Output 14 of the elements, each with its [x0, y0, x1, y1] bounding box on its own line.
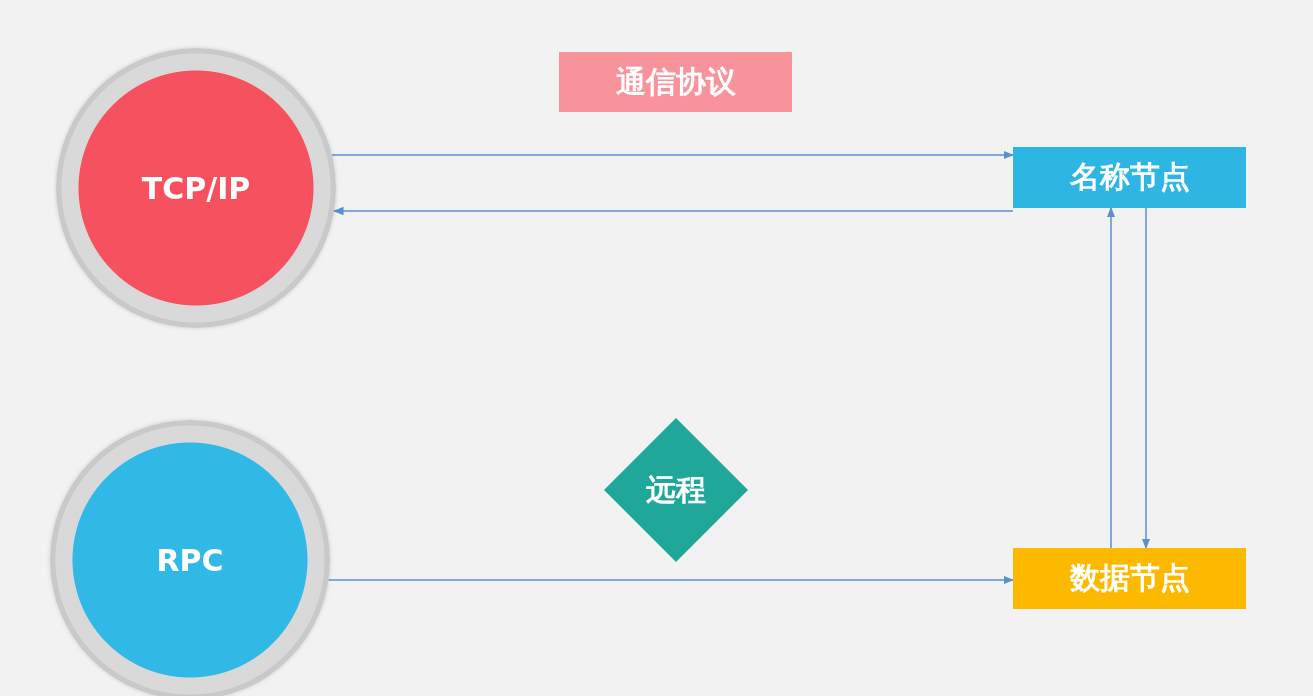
node-label: 远程 — [646, 470, 706, 509]
node-label: TCP/IP — [141, 170, 251, 206]
node-label: RPC — [156, 542, 224, 578]
node-label: 数据节点 — [1069, 559, 1190, 597]
arrow — [331, 150, 1015, 160]
process-box — [1013, 548, 1246, 609]
decision-diamond — [604, 418, 748, 562]
arrow — [333, 206, 1014, 216]
node-label: 通信协议 — [615, 62, 736, 101]
node-label: 名称节点 — [1069, 158, 1190, 196]
label-box — [559, 52, 792, 112]
arrow — [1106, 206, 1116, 549]
arrow — [1141, 207, 1151, 550]
process-box — [1013, 147, 1246, 208]
